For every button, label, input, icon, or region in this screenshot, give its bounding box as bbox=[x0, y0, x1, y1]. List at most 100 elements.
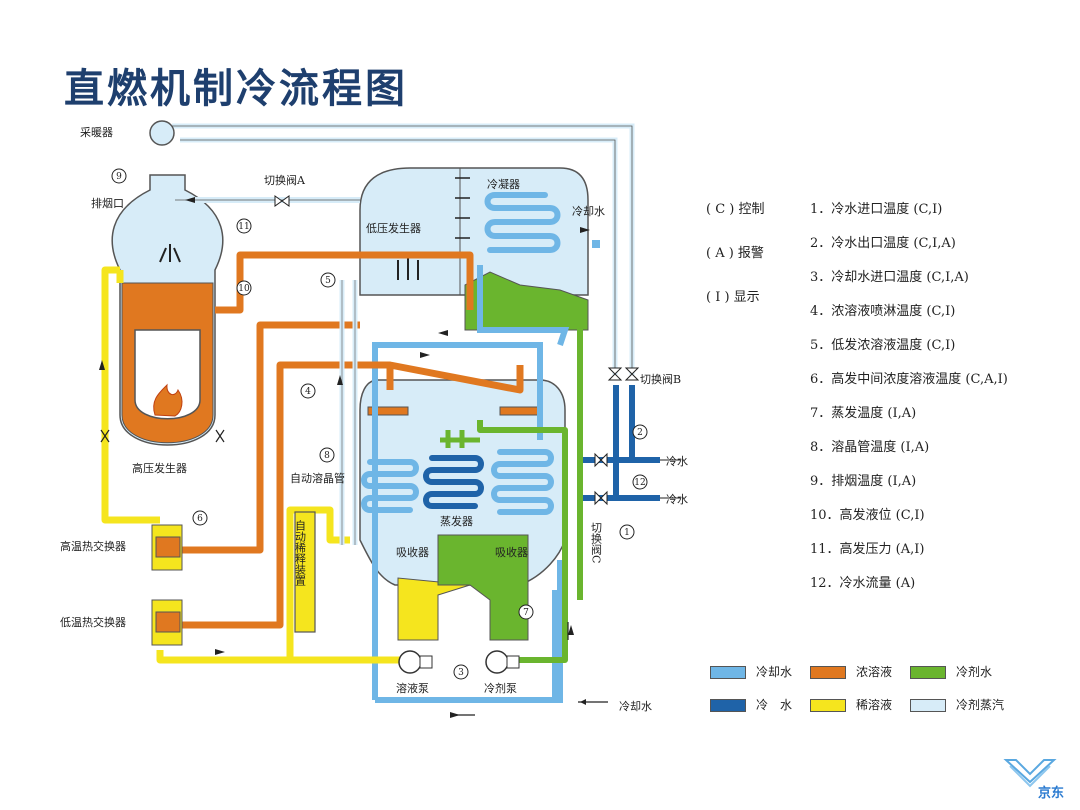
legend-codes: ( C ) 控制 ( A ) 报警 ( I ) 显示 bbox=[706, 200, 765, 332]
legend-color-label: 稀溶液 bbox=[856, 698, 893, 712]
legend-point-2: 2．冷水出口温度 (C,I,A) bbox=[810, 236, 956, 251]
sensor-7-circle bbox=[518, 604, 534, 620]
sensor-12: 12 bbox=[634, 478, 645, 488]
solution-pump bbox=[398, 650, 422, 674]
sensor-5-circle bbox=[320, 272, 336, 288]
chilled-water-label-1: 冷水 bbox=[666, 455, 688, 468]
auto-dilute-valve-label: 自动溶晶管 bbox=[290, 471, 345, 485]
absorber-coil-right bbox=[491, 449, 554, 515]
refrigerant-pump bbox=[485, 650, 509, 674]
legend-point-8: 8．溶晶管温度 (I,A) bbox=[810, 440, 930, 455]
legend-point-11: 11．高发压力 (A,I) bbox=[810, 542, 925, 557]
valve-b-icon-2 bbox=[624, 367, 640, 381]
sensor-5: 5 bbox=[325, 276, 331, 286]
cooling-water-out-label: 冷却水 bbox=[572, 205, 605, 218]
cooling-water-in-label: 冷却水 bbox=[619, 700, 652, 713]
legend-swatch bbox=[810, 666, 846, 679]
sensor-10: 10 bbox=[238, 284, 250, 294]
sensor-3: 3 bbox=[458, 668, 464, 678]
auto-dilute-device-label: 自动稀释装置 bbox=[294, 520, 307, 586]
pipe-concentrated-solution bbox=[170, 251, 524, 629]
jd-logo-icon bbox=[1003, 759, 1057, 788]
legend-color-item: 浓溶液 bbox=[810, 663, 892, 680]
hp-generator-label: 高压发生器 bbox=[132, 461, 187, 475]
absorber-right-label: 吸收器 bbox=[495, 545, 528, 559]
refrigerant-pump-label: 冷剂泵 bbox=[484, 681, 517, 695]
condenser-coil bbox=[484, 192, 561, 253]
sensor-2-circle bbox=[632, 424, 648, 440]
legend-points: 1．冷水进口温度 (C,I) 2．冷水出口温度 (C,I,A) 3．冷却水进口温… bbox=[810, 200, 1008, 608]
legend-point-7: 7．蒸发温度 (I,A) bbox=[810, 406, 917, 421]
legend-point-4: 4．浓溶液喷淋温度 (C,I) bbox=[810, 304, 956, 319]
condenser-label: 冷凝器 bbox=[487, 177, 520, 191]
legend-color-label: 冷剂水 bbox=[956, 665, 993, 679]
sensor-4: 4 bbox=[305, 387, 311, 397]
sensor-11: 11 bbox=[238, 222, 249, 232]
sensor-12-circle bbox=[632, 474, 648, 490]
legend-color-label: 冷剂蒸汽 bbox=[956, 698, 1005, 712]
legend-point-10: 10．高发液位 (C,I) bbox=[810, 508, 925, 523]
valve-b-label: 切换阀B bbox=[640, 372, 681, 386]
heater-coil bbox=[149, 120, 175, 146]
sensor-9-circle bbox=[111, 168, 127, 184]
legend-code-display: ( I ) 显示 bbox=[706, 290, 760, 305]
evaporator-refrigerant-pool bbox=[437, 534, 529, 641]
legend-point-1: 1．冷水进口温度 (C,I) bbox=[810, 202, 943, 217]
pipe-refrigerant-water bbox=[477, 317, 583, 663]
legend-swatch bbox=[910, 699, 946, 712]
legend-point-12: 12．冷水流量 (A) bbox=[810, 576, 916, 591]
legend-swatch bbox=[710, 699, 746, 712]
lp-generator-label: 低压发生器 bbox=[366, 221, 421, 235]
absorber-dilute-solution bbox=[397, 577, 471, 641]
legend-point-5: 5．低发浓溶液温度 (C,I) bbox=[810, 338, 956, 353]
legend-swatch bbox=[810, 699, 846, 712]
sensor-1: 1 bbox=[624, 528, 630, 538]
sensor-4-circle bbox=[300, 383, 316, 399]
heater-label: 采暖器 bbox=[80, 126, 113, 139]
sensor-6-circle bbox=[192, 510, 208, 526]
legend-color-label: 冷 水 bbox=[756, 698, 793, 712]
valve-a-label: 切换阀A bbox=[264, 173, 306, 187]
solution-pump-label: 溶液泵 bbox=[396, 681, 429, 695]
legend-color-item: 稀溶液 bbox=[810, 696, 892, 713]
absorber-coil-left bbox=[361, 459, 419, 513]
hp-generator-furnace bbox=[134, 329, 201, 420]
legend-color-item: 冷却水 bbox=[710, 663, 792, 680]
logo-text: 京东 bbox=[1038, 786, 1065, 801]
valve-c-label: 切换阀C bbox=[590, 522, 603, 564]
pipe-cooling-water bbox=[372, 265, 570, 703]
sensor-1-circle bbox=[619, 524, 635, 540]
legend-color-item: 冷 水 bbox=[710, 696, 792, 713]
auto-dilute-device bbox=[294, 511, 316, 633]
evaporator-coil bbox=[423, 455, 484, 509]
legend-point-6: 6．高发中间浓度溶液温度 (C,A,I) bbox=[810, 372, 1008, 387]
sensor-9: 9 bbox=[116, 172, 122, 182]
legend-code-alarm: ( A ) 报警 bbox=[706, 246, 764, 261]
absorber-left-label: 吸收器 bbox=[396, 545, 429, 559]
valve-c-icon-1 bbox=[594, 452, 608, 468]
chilled-water-label-2: 冷水 bbox=[666, 493, 688, 506]
sensor-2: 2 bbox=[637, 428, 643, 438]
valve-b-icon-1 bbox=[607, 367, 623, 381]
evaporator-label: 蒸发器 bbox=[440, 514, 473, 528]
legend-code-control: ( C ) 控制 bbox=[706, 202, 765, 217]
ht-exchanger-label: 高温热交换器 bbox=[60, 539, 126, 553]
legend-point-9: 9．排烟温度 (I,A) bbox=[810, 474, 917, 489]
sensor-3-circle bbox=[453, 664, 469, 680]
legend-color-label: 浓溶液 bbox=[856, 665, 893, 679]
pipe-chilled-water bbox=[580, 385, 660, 501]
valve-c-icon-2 bbox=[594, 490, 608, 506]
sensor-10-circle bbox=[236, 280, 252, 296]
legend-swatch bbox=[910, 666, 946, 679]
sensor-markers bbox=[111, 168, 648, 680]
sensor-7: 7 bbox=[523, 608, 529, 618]
legend-color-item: 冷剂蒸汽 bbox=[910, 696, 1004, 713]
valve-a-icon bbox=[274, 195, 290, 207]
sensor-8: 8 bbox=[324, 451, 330, 461]
sensor-6: 6 bbox=[197, 514, 203, 524]
sensor-11-circle bbox=[236, 218, 252, 234]
legend-point-3: 3．冷却水进口温度 (C,I,A) bbox=[810, 270, 969, 285]
legend-color-label: 冷却水 bbox=[756, 665, 793, 679]
sensor-8-circle bbox=[319, 447, 335, 463]
